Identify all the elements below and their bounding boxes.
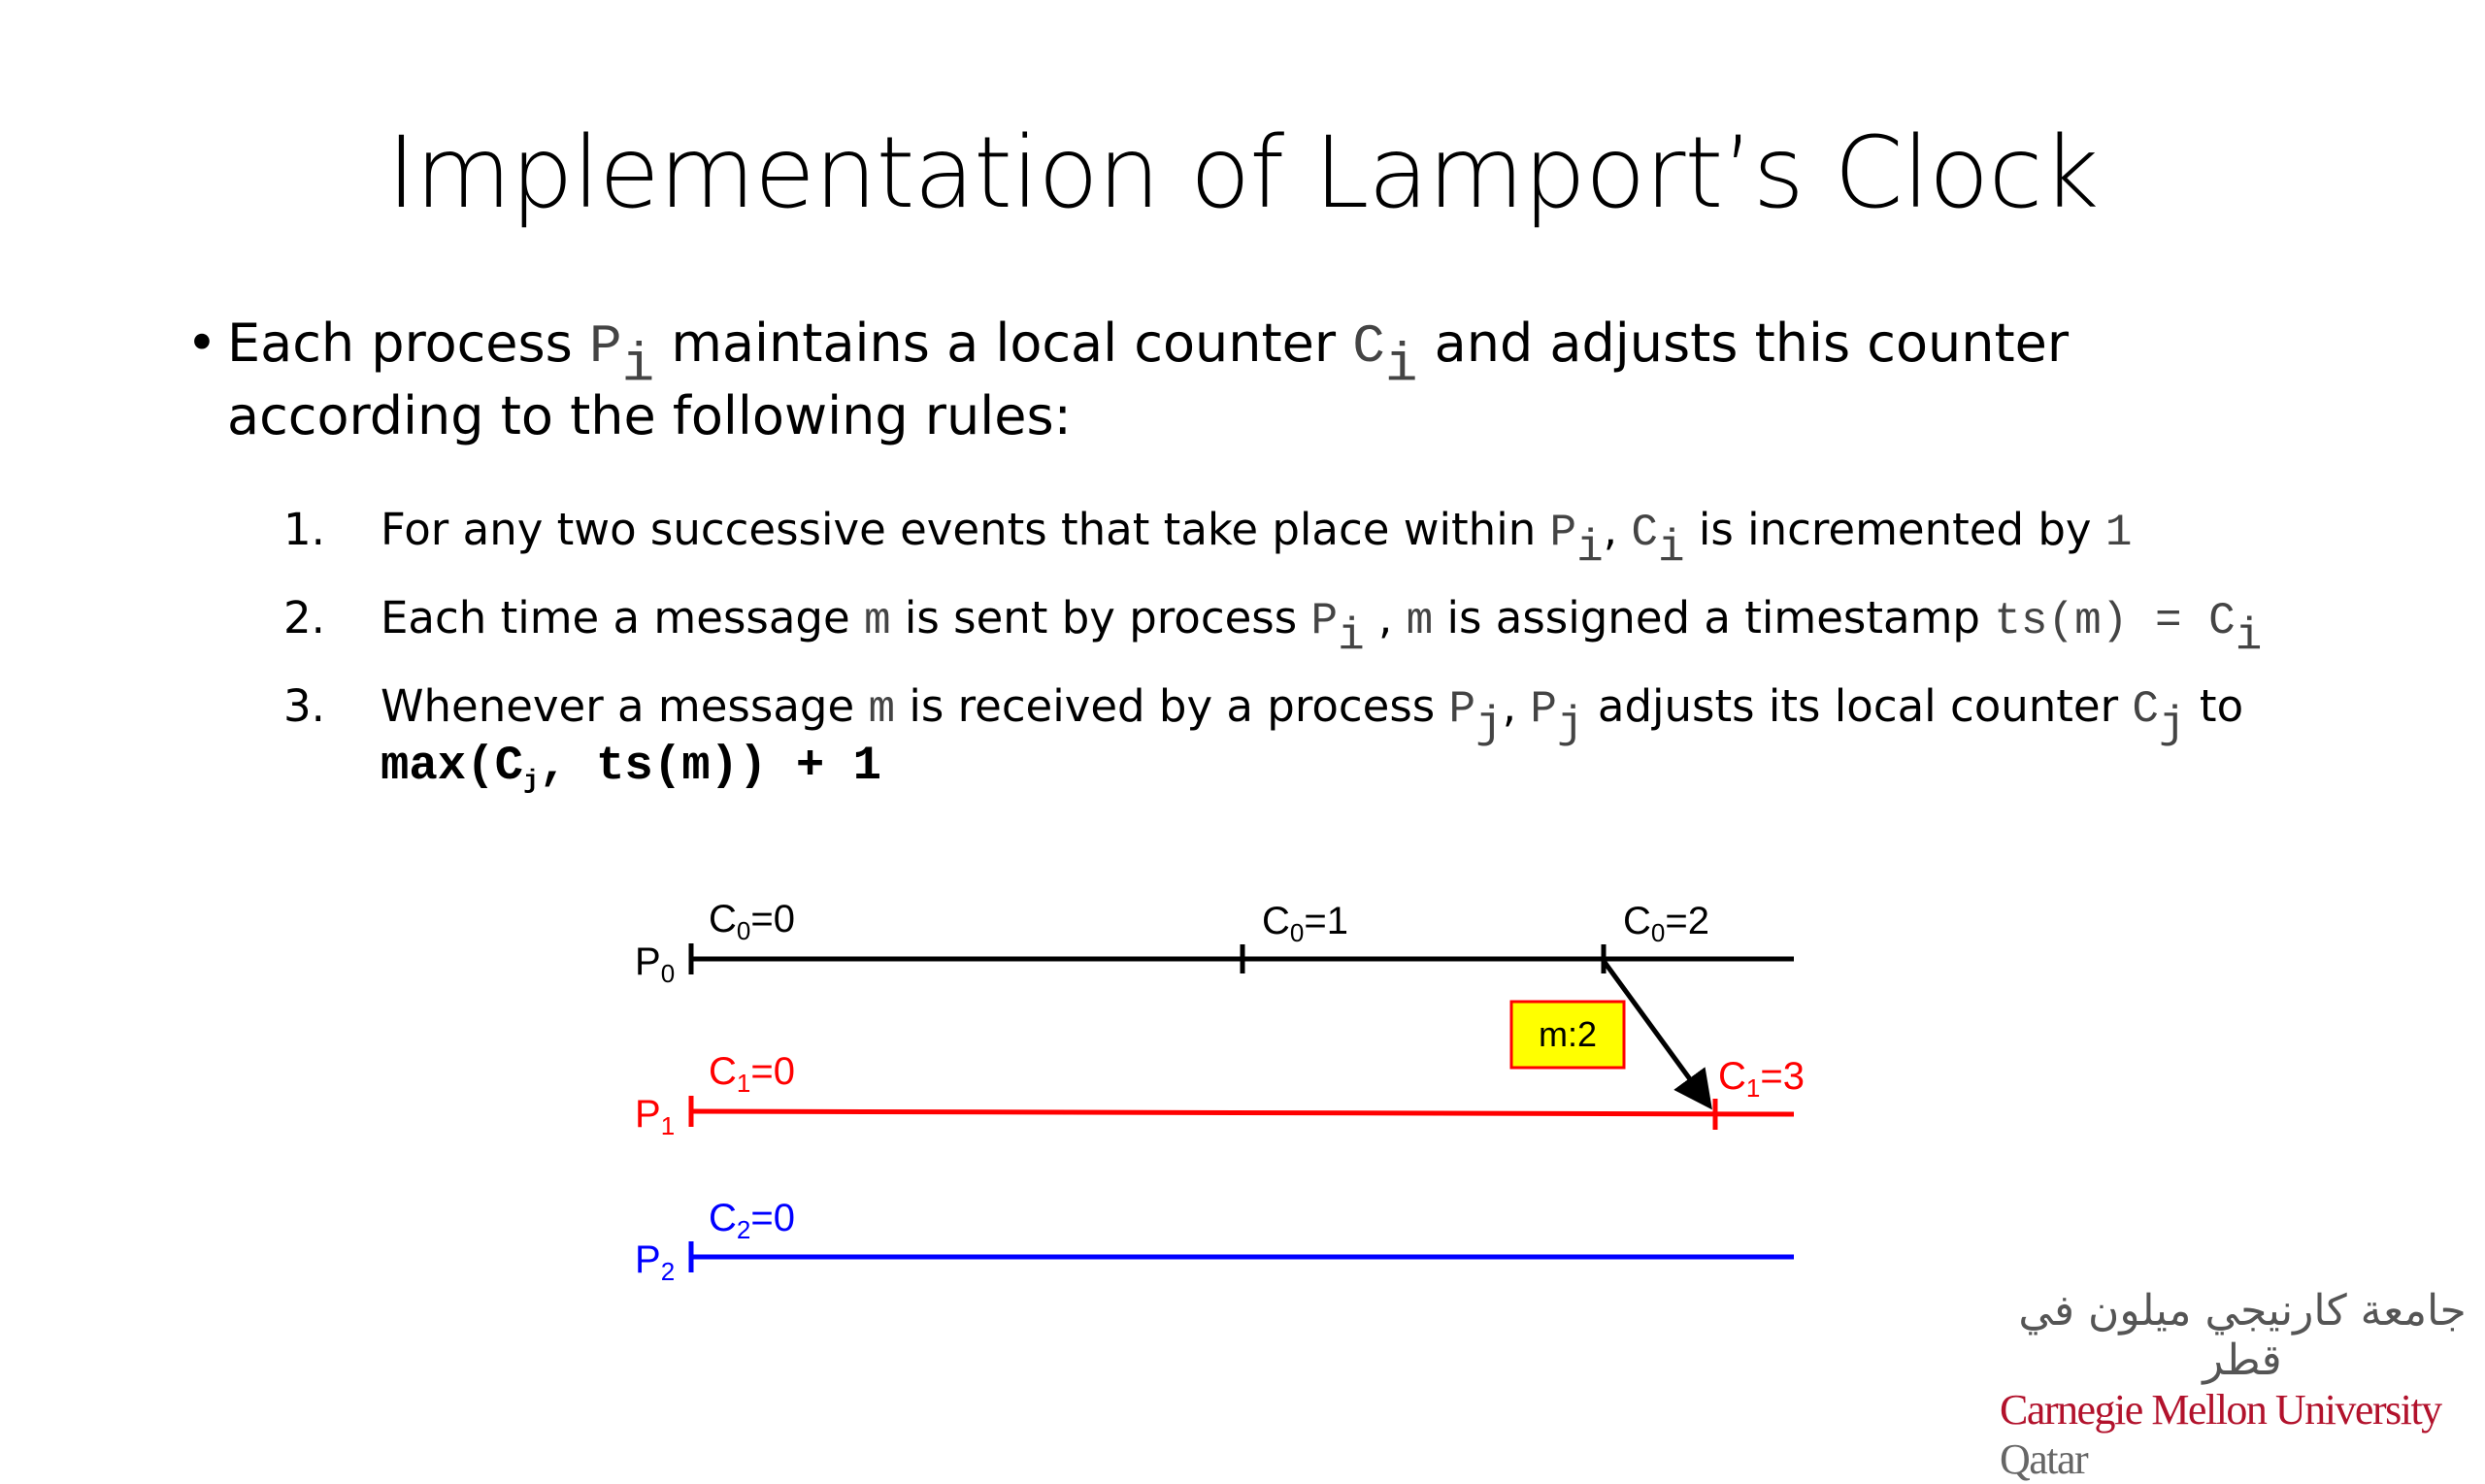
rule-number: 3.	[283, 680, 325, 732]
cmu-qatar-logo: جامعة كارنيجي ميلون في قطر Carnegie Mell…	[2000, 1286, 2485, 1484]
clock-label: C2=0	[709, 1197, 795, 1244]
rule-3: 3. Whenever a message m is received by a…	[283, 679, 2322, 797]
slide-title: Implementation of Lamport’s Clock	[386, 115, 2100, 231]
message-arrow	[1601, 959, 1712, 1110]
bullet-text: Each process Pi maintains a local counte…	[227, 313, 2070, 446]
clock-label: C0=0	[709, 898, 795, 945]
clock-label: C0=2	[1623, 900, 1709, 947]
process-label-p1: P1	[635, 1093, 675, 1140]
p1-timeline	[690, 1108, 1795, 1117]
rule-text: For any two successive events that take …	[381, 504, 2133, 575]
rule-text: Whenever a message m is received by a pr…	[381, 680, 2244, 797]
bullet-dot: •	[186, 313, 217, 374]
clock-label: C1=0	[709, 1050, 795, 1098]
process-label-p2: P2	[635, 1238, 675, 1286]
rule-1: 1. For any two successive events that ta…	[283, 503, 2322, 575]
process-label-p0: P0	[635, 940, 675, 988]
logo-latin-text: Carnegie Mellon University Qatar	[2000, 1386, 2442, 1483]
update-formula: max(Cj, ts(m)) + 1	[381, 739, 882, 797]
rule-text: Each time a message m is sent by process…	[381, 592, 2263, 663]
main-bullet: • Each process Pi maintains a local coun…	[186, 309, 2312, 451]
rule-2: 2. Each time a message m is sent by proc…	[283, 591, 2322, 663]
clock-label: C1=3	[1718, 1055, 1805, 1103]
rule-number: 1.	[283, 504, 325, 555]
clock-label: C0=1	[1262, 900, 1348, 947]
message-label: m:2	[1539, 1014, 1597, 1054]
lamport-clock-diagram: m:2 P0 P1 P2 C0=0 C0=1 C0=2 C1=0 C1=3 C2…	[635, 898, 1805, 1286]
rule-number: 2.	[283, 592, 325, 643]
message-box	[1509, 1000, 1626, 1070]
logo-arabic-text: جامعة كارنيجي ميلون في قطر	[2018, 1286, 2467, 1385]
